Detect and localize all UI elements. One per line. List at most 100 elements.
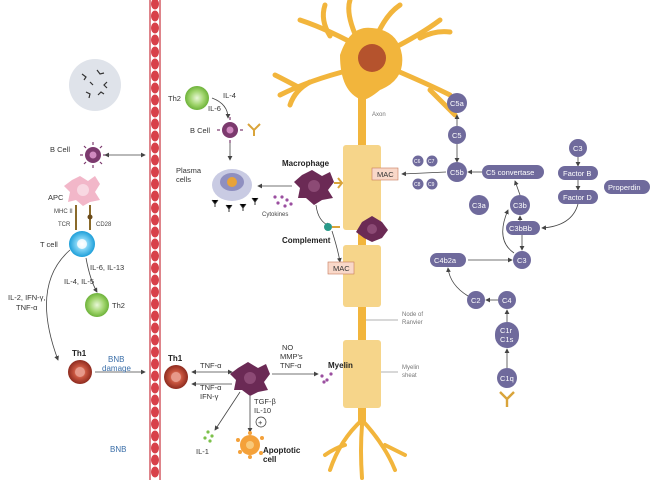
barrier-cell [151,322,159,334]
barrier-cell [151,214,159,226]
c3-mid-node: C3 [517,256,527,265]
th1-left-label: Th1 [72,349,87,358]
c5b-node: C5b [450,168,464,177]
barrier-cell [151,334,159,346]
th1-middle [164,365,188,389]
barrier-cell [151,346,159,358]
il1-dots [203,430,214,443]
properdin-node: Properdin [608,183,641,192]
il6-il13-label: IL-6, IL-13 [90,263,124,272]
apoptotic-cell [236,431,264,459]
mac-box-top [371,167,399,181]
myelin-sheath-1 [343,145,381,230]
mhc-label: MHC II [54,209,73,215]
plasma-cell [211,169,259,212]
tnf-right-label: TNF-α [280,361,302,370]
tnf-top-label: TNF-α [200,361,222,370]
myelin-sheat-label: Myelin [402,365,419,371]
barrier-cell [151,178,159,190]
mmps-label: MMP's [280,352,303,361]
barrier-cell [151,310,159,322]
plasma-cells-label-2: cells [176,175,191,184]
c3b-node: C3b [513,201,527,210]
complement-cascade: C5a C5 C5b C6 C7 C8 C9 C5 convertase C3a… [401,93,650,407]
tnf-bottom-label: TNF-α [200,383,222,392]
mac-box-middle [327,261,355,275]
barrier-cell [151,382,159,394]
barrier-cell [151,466,159,478]
apc-label: APC [48,193,64,202]
c1q-node: C1q [500,374,514,383]
barrier-cell [151,142,159,154]
c5a-node: C5a [450,99,465,108]
barrier-cell [151,418,159,430]
complement-molecule [324,223,332,231]
barrier-cell [151,406,159,418]
barrier-cell [151,190,159,202]
barrier-cell [151,442,159,454]
barrier-cell [151,166,159,178]
il2-ifn-label: IL-2, IFN-γ, [8,293,46,302]
macrophage-axon [356,216,388,242]
antigen-icon [69,59,121,111]
barrier-cell [151,370,159,382]
c8-node: C8 [414,182,421,188]
c5-node: C5 [452,131,462,140]
barrier-cell [151,286,159,298]
myelin-sheat-label-2: sheat [402,373,417,379]
il1-label: IL-1 [196,447,209,456]
factor-b-node: Factor B [563,169,591,178]
barrier-cell [151,130,159,142]
tgf-beta-label: TGF-β [254,397,276,406]
barrier-cell [151,430,159,442]
il4-label: IL-4 [223,91,236,100]
barrier-cell [151,250,159,262]
node-of-ranvier-label-2: Ranvier [402,320,423,326]
axon-label: Axon [372,112,386,118]
th2-middle-label: Th2 [168,94,181,103]
th2-left [85,293,109,317]
ifn-gamma-label: IFN-γ [200,392,219,401]
apc-cell [64,176,100,206]
tnf-alpha-left-label: TNF-α [16,303,38,312]
cd28-label: CD28 [96,222,112,228]
blood-nerve-barrier [149,0,161,480]
cytokine-dots [273,195,293,208]
complement-label: Complement [282,236,331,245]
c1r-node: C1r [500,326,513,335]
barrier-cell [151,46,159,58]
barrier-cell [151,58,159,70]
bnb-damage-label-2: damage [102,364,131,373]
b-cell-left [80,142,106,168]
b-cell-middle-label: B Cell [190,126,210,135]
barrier-cell [151,358,159,370]
antibody-bottom-icon [499,391,515,407]
t-cell-label: T cell [40,240,58,249]
th1-left [68,360,92,384]
barrier-cell [151,10,159,22]
bnb-label: BNB [110,445,126,454]
tcr-label: TCR [58,222,71,228]
barrier-cell [151,70,159,82]
il4-il5-label: IL-4, IL-5 [64,277,94,286]
plasma-cells-label: Plasma [176,166,202,175]
th2-left-label: Th2 [112,301,125,310]
c6-node: C6 [414,159,421,165]
c3bbb-node: C3bBb [509,224,532,233]
barrier-cell [151,34,159,46]
antibody-icon [247,123,261,136]
macrophage-label: Macrophage [282,159,330,168]
barrier-cell [151,274,159,286]
c2-node: C2 [471,296,481,305]
apoptotic-cell-label: Apoptotic [263,446,301,455]
node-of-ranvier-label: Node of [402,312,423,318]
myelin-sheath-3 [343,340,381,408]
plus-label: + [258,418,263,427]
neuron-nucleus [358,44,386,72]
neuron: Axon Node of Ranvier Myelin sheat [272,0,458,480]
barrier-cell [151,106,159,118]
barrier-cell [151,0,159,10]
mac-middle-label: MAC [333,264,350,273]
t-cell [69,231,95,257]
myelin-sheath-2 [343,245,381,307]
